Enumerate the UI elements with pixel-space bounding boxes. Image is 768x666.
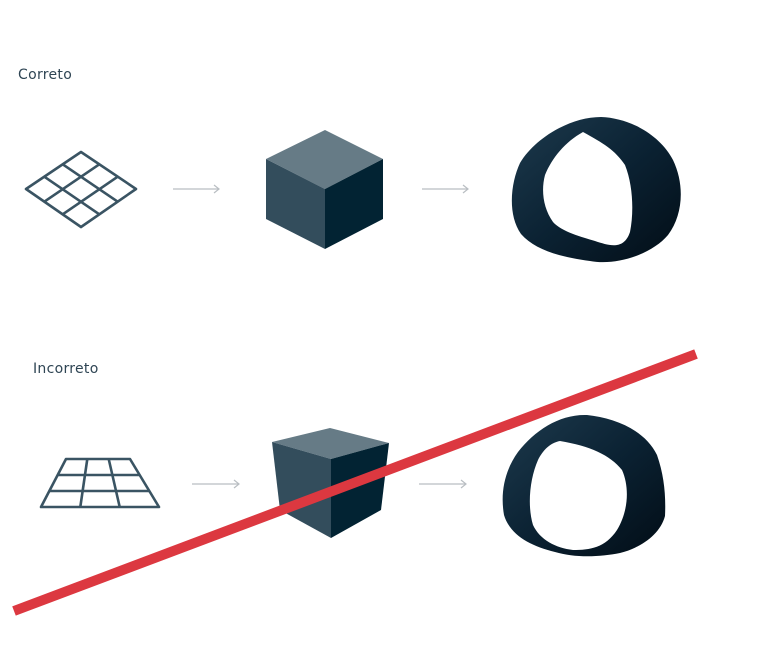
arrow-right-icon (422, 184, 469, 194)
arrow-right-icon (173, 184, 220, 194)
cube-icon (266, 130, 383, 249)
correct-label: Correto (18, 67, 73, 83)
arrow-right-icon (192, 479, 240, 489)
correct-row (24, 117, 681, 263)
ring-band-icon (511, 117, 681, 263)
skewed-cube-icon (272, 428, 389, 538)
incorrect-label: Incorreto (33, 361, 99, 377)
arrow-right-icon (419, 479, 467, 489)
distorted-ring-band-icon (502, 414, 666, 557)
perspective-grid-icon (39, 457, 161, 509)
strike-through-line (12, 349, 698, 616)
incorrect-row (12, 349, 698, 616)
isometric-grid-icon (24, 150, 138, 229)
